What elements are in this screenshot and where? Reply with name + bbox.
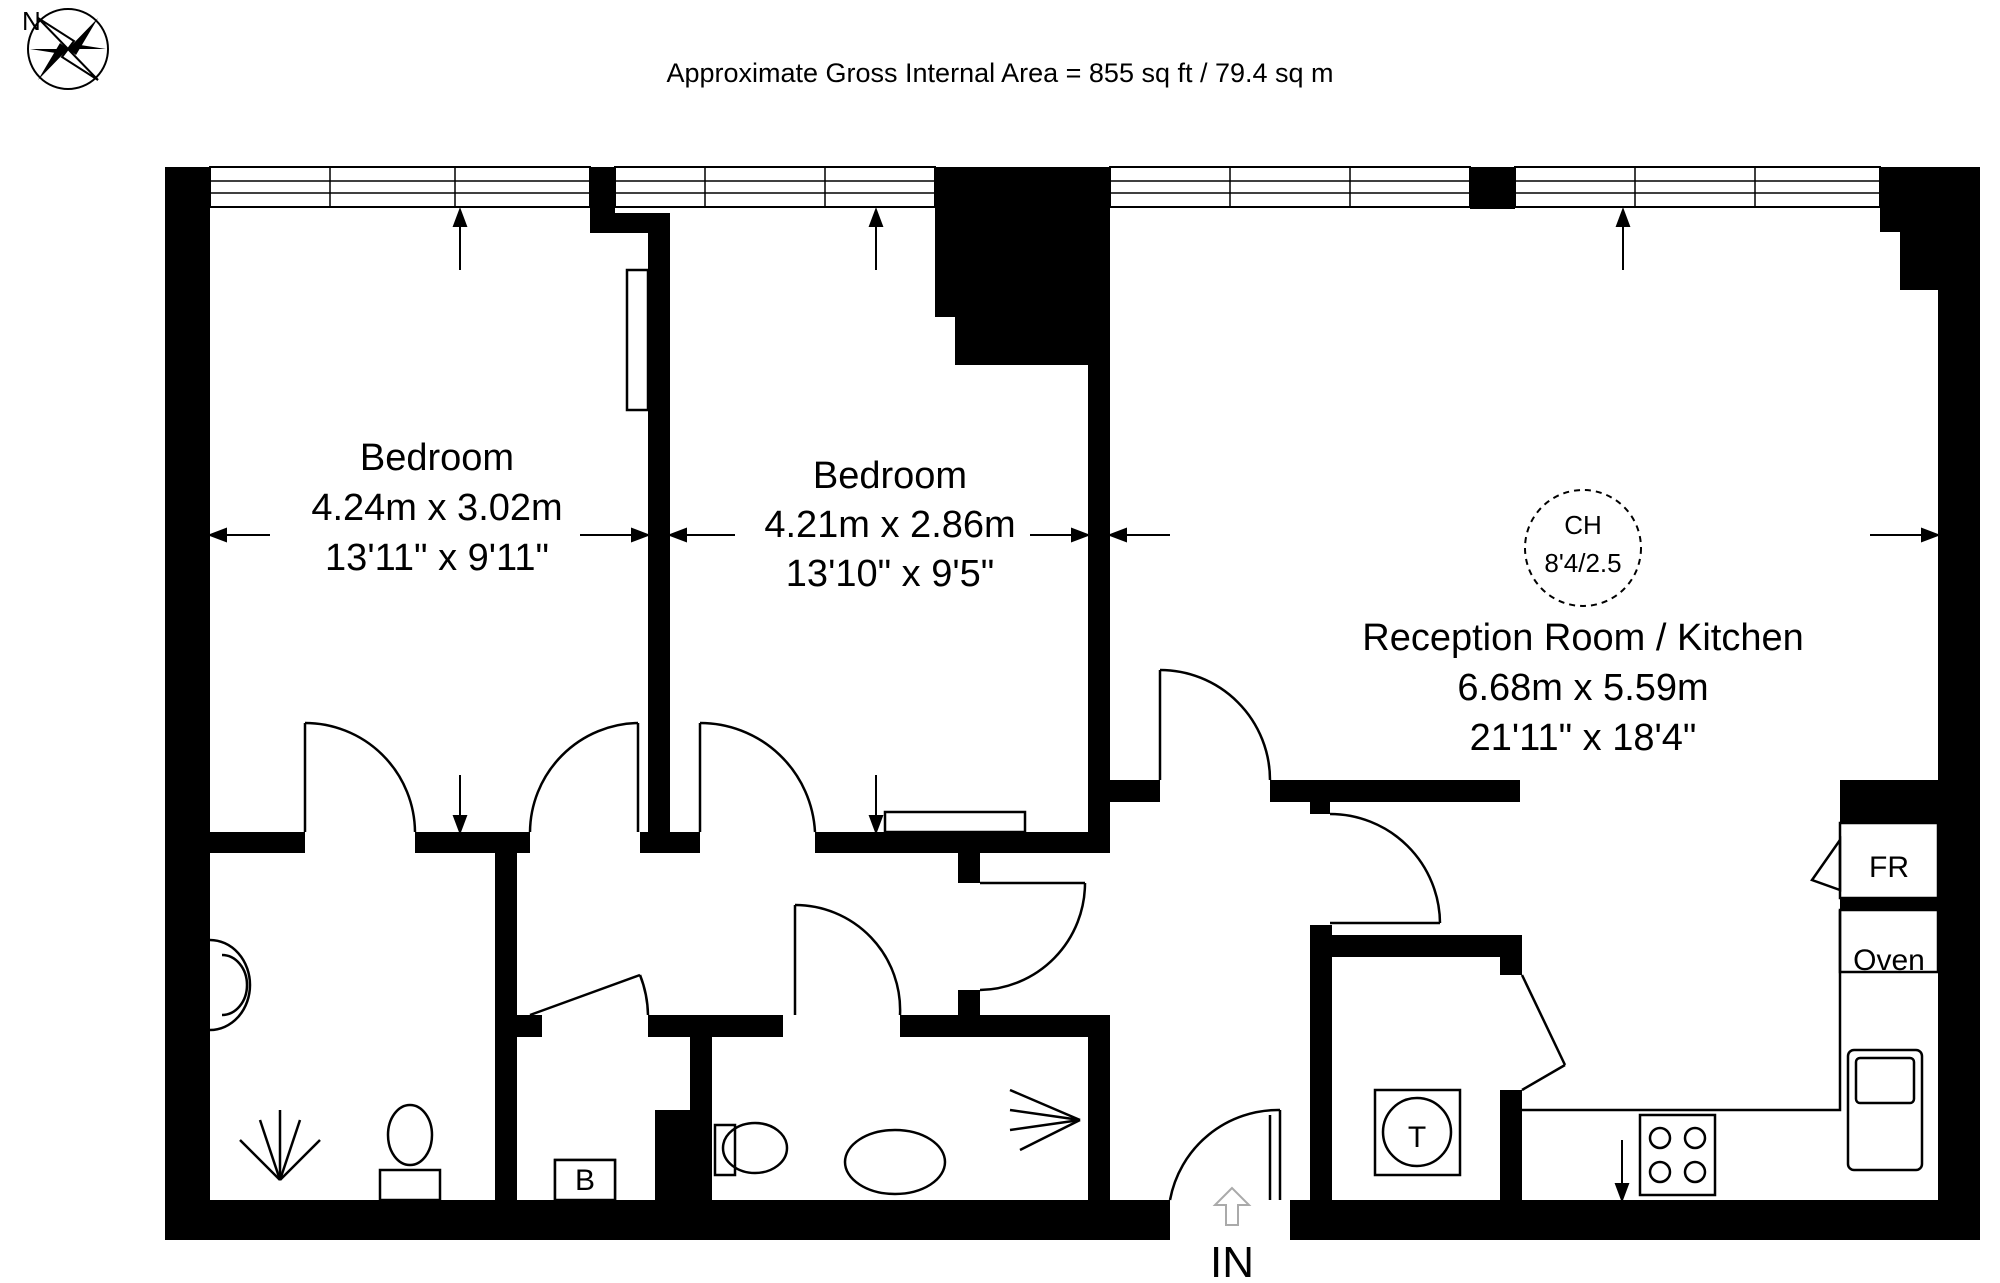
windows [209,166,1881,208]
oven-label: Oven [1853,944,1925,977]
interior-walls [210,213,1938,1200]
room-1-metric: 4.24m x 3.02m [311,487,562,529]
water-tank [1373,1088,1462,1177]
room-2-metric: 4.21m x 2.86m [764,504,1015,546]
north-label: N [22,6,41,36]
kitchen-units [1522,821,1940,1197]
ceiling-height-marker [1524,489,1642,607]
outer-walls [165,167,1980,1240]
entrance-label: IN [1210,1238,1254,1283]
boiler-label: B [575,1164,595,1197]
room-3-name: Reception Room / Kitchen [1362,617,1803,659]
boiler [553,1158,617,1202]
room-2-name: Bedroom [813,455,967,497]
ceiling-height-label: CH [1564,510,1602,540]
room-1-imperial: 13'11" x 9'11" [325,537,549,579]
bathroom-fixtures [209,268,1081,1202]
room-3-imperial: 21'11" x 18'4" [1470,717,1697,759]
compass-icon [27,8,109,90]
doors [303,668,1567,1201]
area-summary: Approximate Gross Internal Area = 855 sq… [666,58,1333,88]
room-1-name: Bedroom [360,437,514,479]
fridge-label: FR [1869,851,1909,884]
ceiling-height-value: 8'4/2.5 [1544,548,1621,578]
room-3-metric: 6.68m x 5.59m [1457,667,1708,709]
room-2-imperial: 13'10" x 9'5" [786,553,994,595]
tank-label: T [1408,1121,1426,1154]
dimension-arrows [207,207,1941,1203]
entrance-arrow-icon [1212,1186,1252,1226]
